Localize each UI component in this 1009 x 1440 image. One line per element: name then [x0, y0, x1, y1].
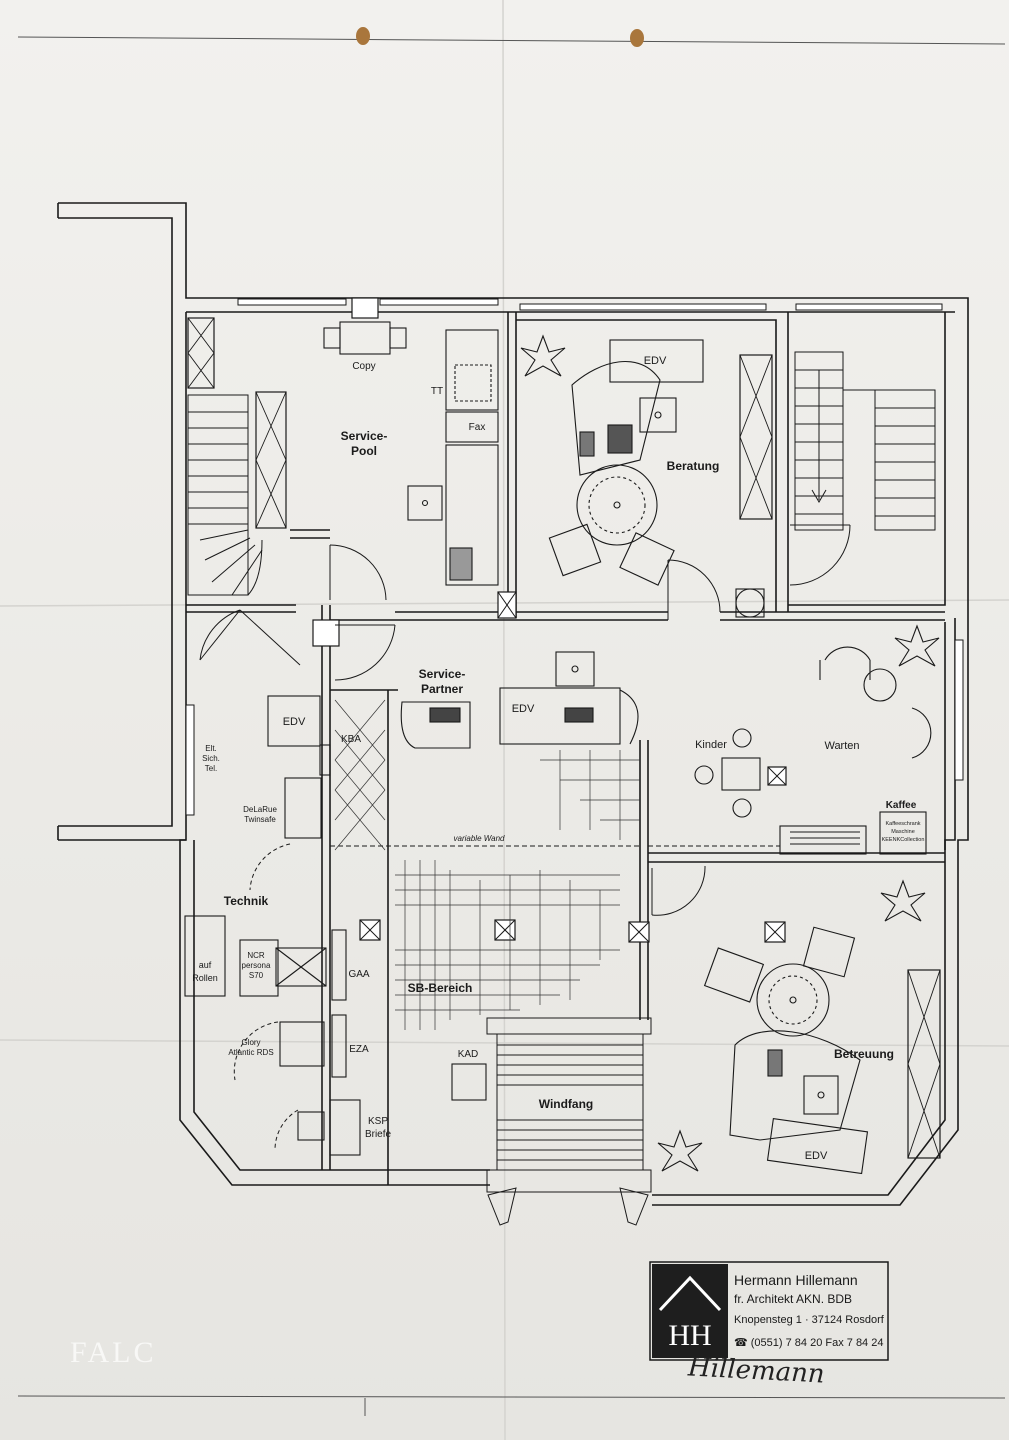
- architect-stamp: HH: [649, 1261, 889, 1361]
- phone-icon: ☎: [734, 1337, 751, 1349]
- bottom-rule: [17, 1395, 1006, 1399]
- punch-hole-left: [356, 27, 370, 45]
- label-service-pool-2: Pool: [351, 444, 377, 458]
- label-service-partner-2: Partner: [421, 682, 463, 696]
- technik-furniture: [184, 915, 487, 1156]
- label-elt-2: Sich.: [202, 754, 220, 763]
- punch-hole-right: [630, 29, 644, 47]
- watermark: FALC: [70, 1336, 156, 1369]
- label-glory-1: Glory: [241, 1038, 260, 1047]
- label-coffee-3: KEENKCollection: [882, 837, 925, 843]
- service-partner-furniture: [267, 651, 639, 839]
- floor-tile-pattern: [334, 699, 640, 1030]
- label-betreuung: Betreuung: [834, 1047, 894, 1061]
- equipment-labels: Copy TT Fax EDV EDV EDV EDV KBA Elt. Sic…: [192, 355, 924, 1162]
- label-edv-betreuung: EDV: [805, 1150, 828, 1162]
- label-ncr-3: S70: [249, 971, 264, 980]
- label-edv-partner: EDV: [512, 703, 535, 715]
- label-ksp-1: KSP: [368, 1116, 388, 1127]
- plant-icons: [520, 334, 940, 1172]
- label-ncr-1: NCR: [247, 951, 265, 960]
- shelves: [187, 317, 941, 1159]
- label-windfang: Windfang: [539, 1097, 594, 1111]
- stamp-name: Hermann Hillemann: [734, 1272, 858, 1288]
- label-beratung: Beratung: [667, 459, 720, 473]
- top-rule: [17, 36, 1006, 45]
- label-auf-rollen-2: Rollen: [192, 973, 218, 983]
- label-gaa: GAA: [348, 969, 369, 980]
- label-elt-1: Elt.: [205, 744, 217, 753]
- label-kba: KBA: [341, 734, 361, 745]
- label-eza: EZA: [349, 1044, 369, 1055]
- label-edv-technik: EDV: [283, 716, 306, 728]
- doors: [199, 524, 851, 1151]
- label-fax: Fax: [469, 422, 486, 433]
- label-auf-rollen-1: auf: [199, 960, 212, 970]
- stamp-title: fr. Architekt AKN. BDB: [734, 1292, 853, 1306]
- label-service-pool-1: Service-: [341, 429, 388, 443]
- label-kaffee: Kaffee: [886, 800, 917, 811]
- label-technik: Technik: [224, 894, 269, 908]
- label-edv-beratung: EDV: [644, 355, 667, 367]
- stamp-phone: ☎ (0551) 7 84 20 Fax 7 84 24: [734, 1336, 883, 1349]
- waiting-area-furniture: [694, 646, 932, 855]
- windfang-entrance: [486, 1017, 652, 1226]
- walls: [57, 202, 969, 1206]
- label-ncr-2: persona: [242, 961, 271, 970]
- room-labels: Service- Pool Beratung Service- Partner …: [224, 429, 917, 1111]
- service-pool-furniture: [323, 321, 499, 586]
- label-ksp-2: Briefe: [365, 1129, 392, 1140]
- stamp-logo: HH: [668, 1319, 711, 1352]
- label-coffee-2: Maschine: [891, 829, 915, 835]
- label-kad: KAD: [458, 1049, 479, 1060]
- stamp-address: Knopensteg 1 · 37124 Rosdorf: [734, 1314, 884, 1326]
- label-delarue-1: DeLaRue: [243, 805, 277, 814]
- label-copy: Copy: [352, 361, 375, 372]
- label-delarue-2: Twinsafe: [244, 815, 276, 824]
- label-variable-wand: variable Wand: [454, 834, 506, 843]
- beratung-furniture: [548, 339, 765, 618]
- stamp-phone-text: (0551) 7 84 20 Fax 7 84 24: [750, 1337, 884, 1349]
- windows: [185, 298, 964, 816]
- staircase-west: [187, 394, 263, 596]
- staircase-east: [794, 351, 936, 531]
- label-service-partner-1: Service-: [419, 667, 466, 681]
- label-sb-bereich: SB-Bereich: [408, 981, 473, 995]
- label-coffee-1: Kaffeeschrank: [885, 821, 920, 827]
- label-elt-3: Tel.: [205, 764, 217, 773]
- label-kinder: Kinder: [695, 739, 727, 751]
- label-tt: TT: [431, 386, 443, 397]
- label-warten: Warten: [824, 740, 859, 752]
- label-glory-2: Atlantic RDS: [228, 1048, 273, 1057]
- betreuung-furniture: [703, 926, 869, 1175]
